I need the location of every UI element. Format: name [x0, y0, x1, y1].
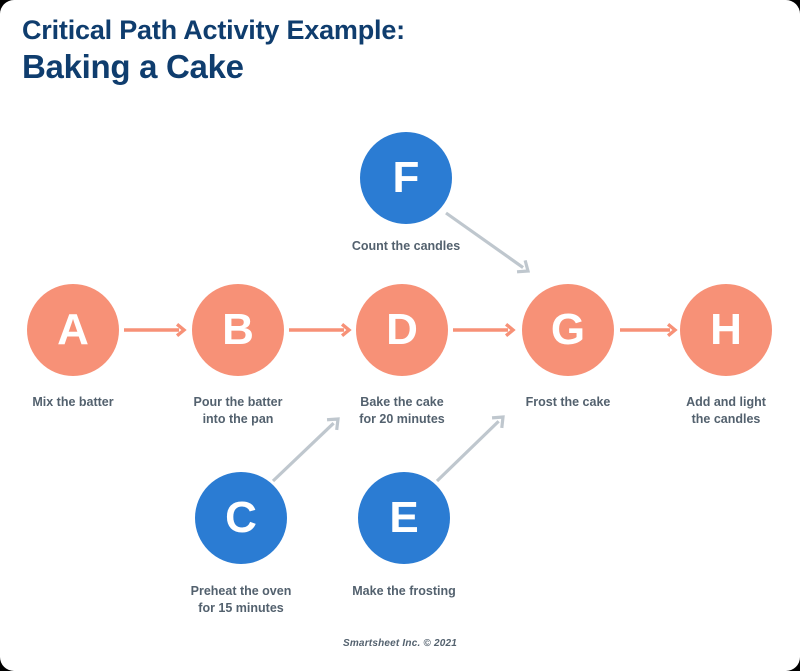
node-label-d: Bake the cake for 20 minutes: [359, 395, 445, 426]
node-letter-d: D: [386, 305, 418, 354]
arrowhead-icon: [491, 415, 505, 429]
edge-d-to-g: [453, 322, 516, 338]
node-label-f: Count the candles: [351, 239, 461, 253]
edge-line: [435, 420, 500, 483]
edge-b-to-d: [289, 322, 352, 338]
node-letter-a: A: [57, 305, 89, 354]
node-label-b: Pour the batter into the pan: [193, 395, 283, 426]
node-b[interactable]: B: [192, 284, 284, 376]
node-h[interactable]: H: [680, 284, 772, 376]
node-a[interactable]: A: [27, 284, 119, 376]
edge-a-to-b: [124, 322, 187, 338]
node-label-a: Mix the batter: [32, 395, 114, 409]
node-letter-h: H: [710, 305, 742, 354]
node-letter-f: F: [392, 153, 420, 202]
node-letter-c: C: [225, 493, 257, 542]
footer-attribution: Smartsheet Inc. © 2021: [342, 638, 458, 649]
edge-c-to-d: [271, 417, 340, 483]
title-line-1: Critical Path Activity Example:: [22, 15, 405, 45]
node-label-e: Make the frosting: [352, 584, 456, 598]
node-e[interactable]: E: [358, 472, 450, 564]
node-label-h: Add and light the candles: [686, 395, 766, 426]
node-f[interactable]: F: [360, 132, 452, 224]
edge-line: [271, 422, 335, 483]
node-letter-b: B: [222, 305, 254, 354]
node-label-g: Frost the cake: [525, 395, 611, 409]
node-c[interactable]: C: [195, 472, 287, 564]
node-letter-e: E: [389, 493, 419, 542]
node-letter-g: G: [550, 305, 586, 354]
page-title: Critical Path Activity Example: Baking a…: [22, 14, 722, 87]
arrowhead-icon: [666, 322, 678, 338]
node-g[interactable]: G: [522, 284, 614, 376]
node-label-c: Preheat the oven for 15 minutes: [190, 584, 292, 615]
edge-g-to-h: [620, 322, 678, 338]
arrowhead-icon: [504, 322, 516, 338]
node-d[interactable]: D: [356, 284, 448, 376]
arrowhead-icon: [516, 259, 531, 274]
title-line-2: Baking a Cake: [22, 47, 244, 85]
arrowhead-icon: [175, 322, 187, 338]
arrowhead-icon: [340, 322, 352, 338]
